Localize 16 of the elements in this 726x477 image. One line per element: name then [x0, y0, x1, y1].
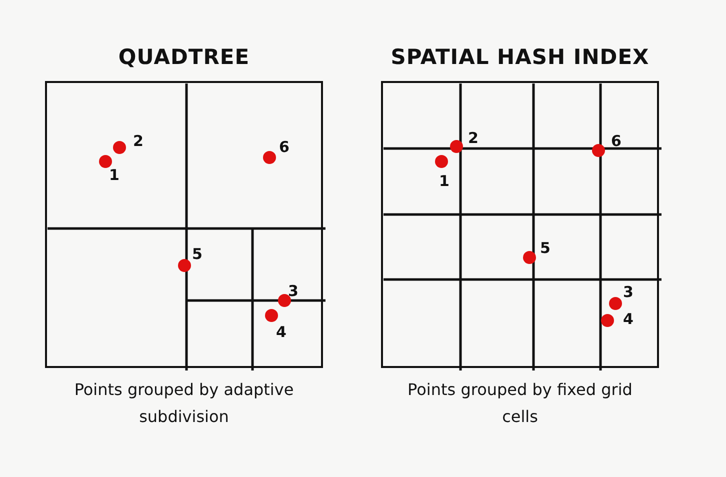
panel-title: QUADTREE: [118, 45, 250, 69]
point-label: 4: [276, 325, 286, 340]
point-label: 3: [288, 284, 298, 299]
point-label: 2: [133, 134, 144, 149]
point-label: 6: [279, 140, 290, 155]
panel-caption: Points grouped by fixed grid cells: [406, 379, 634, 428]
point-label: 2: [468, 131, 478, 146]
point-label: 1: [439, 174, 450, 189]
panel-caption: Points grouped by adaptive subdivision: [73, 379, 295, 428]
panel-title: SPATIAL HASH INDEX: [390, 45, 650, 69]
point-label: 5: [192, 247, 202, 262]
point-label: 3: [623, 285, 634, 300]
point-label: 1: [109, 168, 120, 183]
point-label: 6: [611, 134, 622, 149]
point-label: 4: [623, 312, 634, 327]
point-label: 5: [540, 241, 550, 256]
